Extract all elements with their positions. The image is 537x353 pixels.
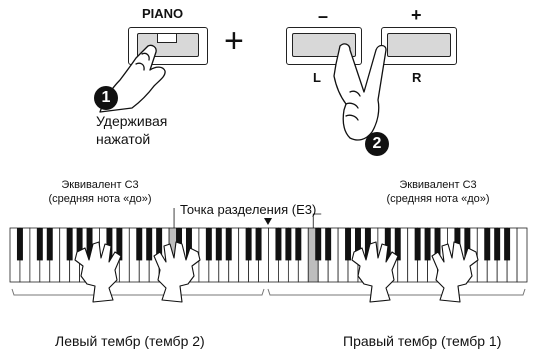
black-key <box>275 228 282 261</box>
black-key <box>106 228 113 261</box>
black-key <box>116 228 123 261</box>
piano-button-led <box>157 33 177 43</box>
black-key <box>215 228 222 261</box>
right-hand-right-icon <box>431 241 479 303</box>
black-key <box>16 228 23 261</box>
left-voice-label: Левый тембр (тембр 2) <box>55 333 205 349</box>
r-label: R <box>412 70 422 85</box>
black-key <box>484 228 491 261</box>
left-range-bracket <box>11 288 265 296</box>
step2-badge: 2 <box>365 132 389 156</box>
black-key <box>136 228 143 261</box>
black-key <box>285 228 292 261</box>
black-key <box>66 228 73 261</box>
left-hand-right-icon <box>153 241 201 303</box>
plus-button-label: + <box>411 5 422 25</box>
c3-right-pointer <box>312 213 322 228</box>
minus-button-label: – <box>318 6 329 26</box>
plus-button-inner <box>387 33 451 57</box>
split-point-label: Точка разделения (E3) <box>180 202 317 217</box>
right-voice-label: Правый тембр (тембр 1) <box>343 333 502 349</box>
split-point-marker-icon <box>264 218 272 225</box>
right-range-bracket <box>267 288 526 296</box>
white-key <box>516 227 528 283</box>
piano-button-label: PIANO <box>142 6 184 21</box>
c3-right-label-line1: Эквивалент C3 <box>399 179 477 191</box>
c3-right-label-line2: (средняя нота «до») <box>386 193 490 205</box>
black-key <box>146 228 153 261</box>
black-key <box>424 228 431 261</box>
black-key <box>225 228 232 261</box>
right-hand-left-icon <box>351 241 399 303</box>
black-key <box>255 228 262 261</box>
black-key <box>325 228 332 261</box>
step1-text-line1: Удерживая <box>96 113 168 129</box>
black-key <box>464 228 471 261</box>
black-key <box>245 228 252 261</box>
black-key <box>295 228 302 261</box>
black-key <box>384 228 391 261</box>
black-key <box>36 228 43 261</box>
black-key <box>205 228 212 261</box>
black-key <box>86 228 93 261</box>
black-key <box>364 228 371 261</box>
black-key <box>76 228 83 261</box>
black-key <box>494 228 501 261</box>
black-key <box>345 228 352 261</box>
l-label: L <box>313 70 321 85</box>
black-key <box>156 228 163 261</box>
plus-sign: + <box>224 22 244 60</box>
left-hand-left-icon <box>74 241 122 303</box>
black-key <box>315 228 322 261</box>
black-key <box>185 228 192 261</box>
black-key <box>46 228 53 261</box>
black-key <box>414 228 421 261</box>
black-key <box>504 228 511 261</box>
c3-left-label-line2: (средняя нота «до») <box>48 193 152 205</box>
black-key <box>354 228 361 261</box>
black-key <box>434 228 441 261</box>
step1-badge: 1 <box>94 86 118 110</box>
step1-text-line2: нажатой <box>96 131 151 147</box>
black-key <box>394 228 401 261</box>
c3-left-label-line1: Эквивалент C3 <box>61 179 139 191</box>
